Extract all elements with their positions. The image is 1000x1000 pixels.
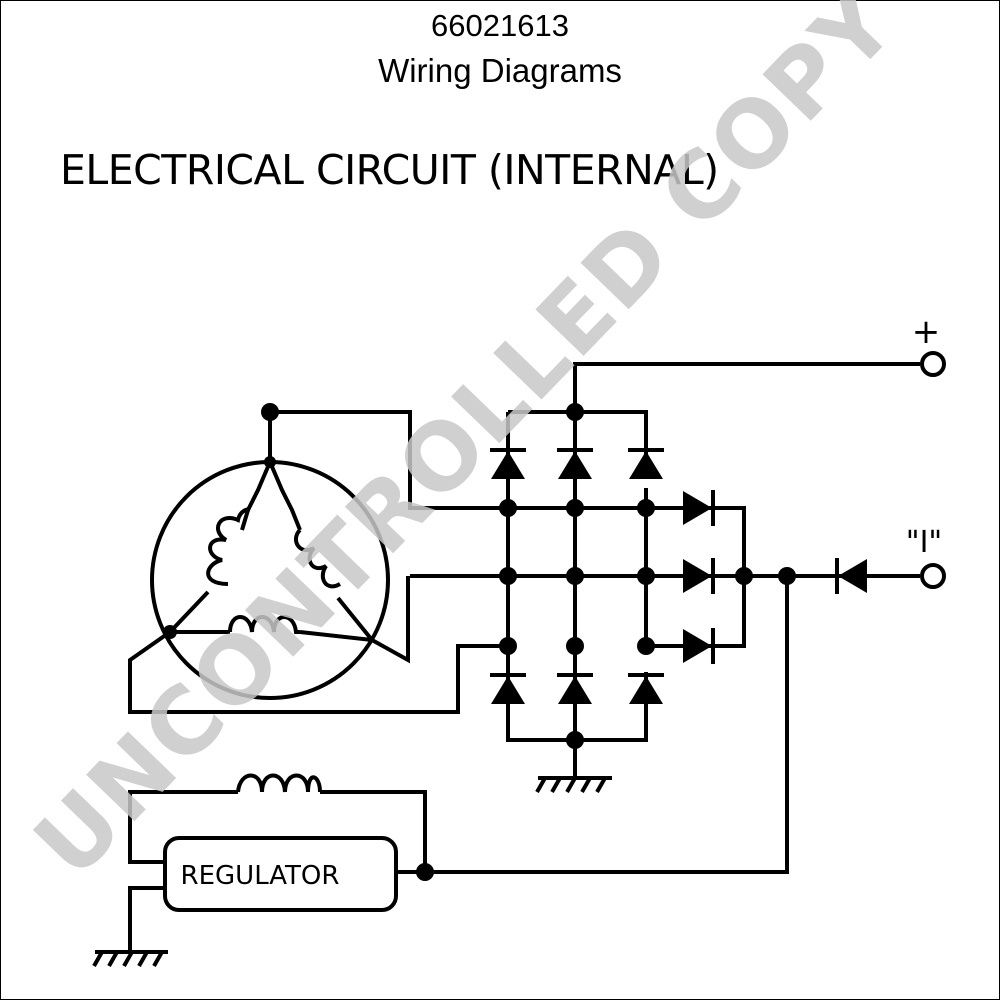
- diode-trio-3: [681, 626, 715, 666]
- positive-output-wire: [573, 362, 920, 412]
- junction-dot: [566, 403, 584, 421]
- junction-dot: [261, 403, 279, 421]
- junction-dot: [566, 637, 584, 655]
- stator-windings: [206, 507, 341, 634]
- phase-wire-b-link: [371, 576, 410, 664]
- diode-negative-2: [555, 673, 595, 706]
- regulator-sense-wire: [320, 576, 789, 874]
- junction-dot: [499, 637, 517, 655]
- junction-dot: [416, 863, 434, 881]
- winding-bottom-right-lead: [299, 596, 377, 643]
- phase-wire-a: [268, 410, 508, 510]
- junction-dot: [566, 567, 584, 585]
- regulator-box: [163, 836, 398, 912]
- winding-coil-bottom: [228, 615, 300, 634]
- diode-positive-3: [626, 448, 666, 481]
- winding-coil-right: [294, 528, 341, 589]
- junction-dot: [566, 731, 584, 749]
- positive-terminal: [920, 351, 946, 377]
- diode-trio-2: [681, 556, 715, 596]
- junction-dot: [566, 499, 584, 517]
- diode-negative-3: [626, 673, 666, 706]
- winding-right-lead: [268, 461, 302, 531]
- regulator-label: REGULATOR: [181, 861, 340, 891]
- junctions: [163, 403, 796, 881]
- winding-left-lead: [240, 461, 272, 531]
- ground-symbol-regulator: [92, 950, 168, 967]
- junction-dot: [637, 637, 655, 655]
- diode-negative-1: [488, 673, 528, 706]
- winding-coil-left: [206, 507, 251, 586]
- regulator-ground-wire: [128, 886, 165, 950]
- field-coil: [236, 773, 322, 793]
- positive-terminal-label: +: [912, 312, 941, 352]
- junction-dot: [264, 456, 276, 468]
- diode-trio-1: [681, 488, 715, 528]
- junction-dot: [735, 567, 753, 585]
- phase-wire-c: [128, 630, 508, 714]
- ground-symbol-bridge: [535, 776, 612, 793]
- document-title: Wiring Diagrams: [378, 52, 622, 89]
- junction-dot: [163, 625, 177, 639]
- uncontrolled-copy-watermark: UNCONTROLLED COPY: [14, 0, 917, 898]
- junction-dot: [499, 567, 517, 585]
- indicator-terminal: [920, 563, 946, 589]
- indicator-terminal-label: "I": [906, 525, 942, 560]
- junction-dot: [499, 499, 517, 517]
- diode-positive-2: [555, 448, 595, 481]
- part-number: 66021613: [431, 8, 569, 43]
- diagram-heading: ELECTRICAL CIRCUIT (INTERNAL): [60, 146, 719, 194]
- junction-dot: [637, 499, 655, 517]
- junction-dot: [637, 567, 655, 585]
- diode-indicator: [835, 556, 869, 596]
- field-coil-return: [128, 790, 238, 864]
- junction-dot: [778, 567, 796, 585]
